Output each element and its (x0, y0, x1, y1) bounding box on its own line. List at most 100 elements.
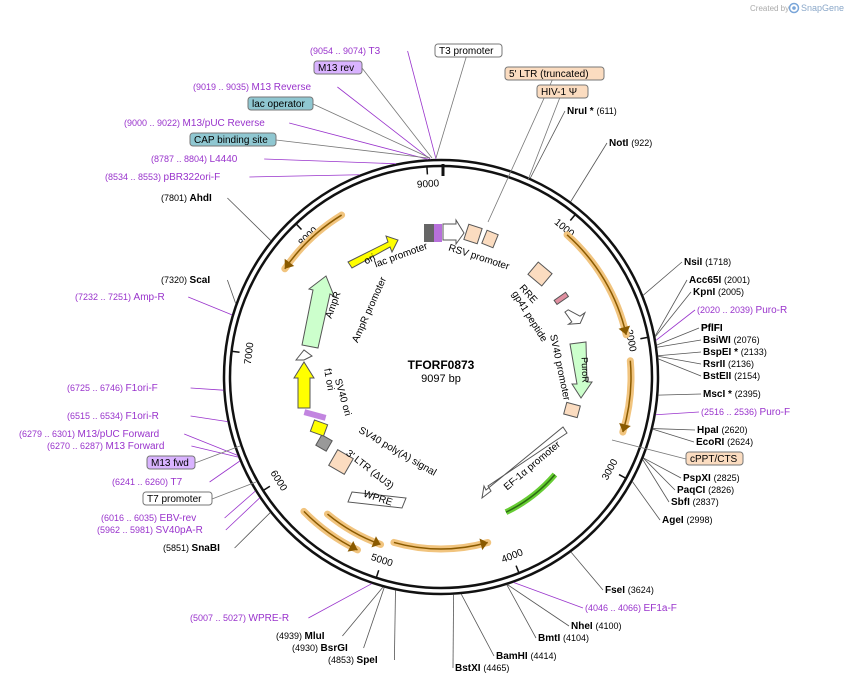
primer-label[interactable]: (6515 .. 6534) F1ori-R (67, 411, 159, 422)
primer-label[interactable]: (6279 .. 6301) M13/pUC Forward (19, 429, 159, 440)
enzyme-label[interactable]: BsiWI (2076) (703, 335, 760, 346)
primer-label[interactable]: (6016 .. 6035) EBV-rev (101, 513, 196, 524)
primer-label[interactable]: (2516 .. 2536) Puro-F (701, 407, 790, 418)
cap-site-box[interactable] (189, 132, 277, 147)
lac-promoter-block[interactable] (424, 224, 434, 242)
tick-label: 5000 (369, 552, 394, 569)
enzyme-label[interactable]: (4939) MluI (276, 631, 325, 642)
ampr-promoter-arrow[interactable] (294, 349, 313, 361)
tick-mark (262, 485, 271, 492)
t7-promoter-box[interactable] (142, 491, 213, 506)
wpre-box[interactable] (347, 491, 407, 509)
m13-fwd-block[interactable] (303, 409, 327, 421)
ori-arrow[interactable] (347, 235, 399, 269)
enzyme-label[interactable]: BstEII (2154) (703, 371, 760, 382)
puror-arrow[interactable] (569, 341, 593, 399)
rsv-promoter-arrow[interactable] (442, 218, 465, 246)
primer-label[interactable]: (6725 .. 6746) F1ori-F (67, 383, 158, 394)
tick-mark (231, 350, 240, 353)
primer-label[interactable]: (8787 .. 8804) L4440 (151, 154, 238, 165)
enzyme-pos: (7801) (161, 193, 190, 203)
enzyme-label[interactable]: NsiI (1718) (684, 257, 731, 268)
primer-label[interactable]: (8534 .. 8553) pBR322ori-F (105, 172, 220, 183)
primer-label[interactable]: (2020 .. 2039) Puro-R (697, 305, 787, 316)
enzyme-label[interactable]: FseI (3624) (605, 585, 654, 596)
enzyme-label[interactable]: EcoRI (2624) (696, 437, 753, 448)
primer-label[interactable]: (5007 .. 5027) WPRE-R (190, 613, 289, 624)
sv40-promoter-arrow[interactable] (562, 303, 589, 329)
enzyme-label[interactable]: NruI * (611) (567, 106, 617, 117)
enzyme-label[interactable]: BmtI (4104) (538, 633, 589, 644)
primer-label[interactable]: (6270 .. 6287) M13 Forward (47, 441, 164, 452)
enzyme-label[interactable]: (7320) ScaI (161, 275, 210, 286)
primer-label[interactable]: (5962 .. 5981) SV40pA-R (97, 525, 203, 536)
enzyme-label[interactable]: NotI (922) (609, 138, 652, 149)
enzyme-label[interactable]: (4930) BsrGI (292, 643, 348, 654)
rre-box[interactable] (527, 261, 553, 287)
enzyme-label-pflfi[interactable]: PflFI (701, 323, 723, 334)
enzyme-label[interactable]: BamHI (4414) (496, 651, 556, 662)
m13fwd-box[interactable] (146, 455, 196, 470)
enzyme-pos: (2837) (693, 497, 719, 507)
enzyme-label[interactable]: NheI (4100) (571, 621, 621, 632)
leader-line (657, 351, 702, 357)
psi-label-box[interactable] (536, 84, 589, 99)
primer-label[interactable]: (9019 .. 9035) M13 Reverse (193, 82, 311, 93)
primer-label[interactable]: (4046 .. 4066) EF1a-F (585, 603, 677, 614)
enzyme-label[interactable]: AgeI (2998) (662, 515, 712, 526)
ltr-box-label-box[interactable] (504, 66, 605, 81)
f1-ori-label: f1 ori (321, 368, 336, 392)
ampr-arrow[interactable] (301, 275, 335, 349)
primer-label[interactable]: (9054 .. 9074) T3 (310, 46, 381, 57)
lac-operator-block[interactable] (434, 224, 442, 242)
cap-site-label: CAP binding site (194, 135, 268, 146)
primer-label[interactable]: (9000 .. 9022) M13/pUC Reverse (124, 118, 265, 129)
feature-arc[interactable] (281, 211, 346, 273)
enzyme-label[interactable]: SbfI (2837) (671, 497, 719, 508)
sv40-ori-block[interactable] (309, 419, 329, 437)
primer-label[interactable]: (6241 .. 6260) T7 (112, 477, 183, 488)
enzyme-label[interactable]: PaqCI (2826) (677, 485, 734, 496)
f1-ori-arrow[interactable] (293, 361, 315, 409)
sv40-polya-block[interactable] (315, 434, 333, 452)
enzyme-label[interactable]: (4853) SpeI (328, 655, 378, 666)
rsv-promoter-label: RSV promoter (447, 243, 511, 273)
leader-line (656, 339, 702, 348)
enzyme-label[interactable]: PspXI (2825) (683, 473, 740, 484)
arc-arrowhead (347, 540, 358, 552)
leader-line (643, 457, 676, 491)
lac-operator-box[interactable] (247, 96, 314, 111)
enzyme-label[interactable]: BstXI (4465) (455, 663, 509, 674)
enzyme-label[interactable]: Acc65I (2001) (689, 275, 750, 286)
enzyme-label[interactable]: PflFI (701, 323, 723, 334)
gp41-block[interactable] (553, 291, 570, 306)
psi-box[interactable] (481, 229, 499, 249)
box-leader (487, 73, 556, 223)
primer-name: F1ori-F (126, 383, 158, 394)
ef1a-arc-core (505, 474, 556, 513)
enzyme-label[interactable]: BspEI * (2133) (703, 347, 767, 358)
tick-mark (640, 336, 649, 340)
ef1a-promoter-arrow[interactable] (481, 426, 568, 500)
enzyme-label[interactable]: (7801) AhdI (161, 193, 212, 204)
primer-name: Puro-R (756, 305, 788, 316)
enzyme-label[interactable]: HpaI (2620) (697, 425, 747, 436)
tick-mark (618, 473, 627, 480)
leader-line (460, 593, 495, 657)
enzyme-label[interactable]: RsrII (2136) (703, 359, 754, 370)
tick-mark (426, 166, 429, 175)
leader-line (188, 296, 233, 316)
box-leader (211, 481, 257, 500)
cppt-label-box[interactable] (685, 451, 744, 466)
enzyme-label[interactable]: (5851) SnaBI (163, 543, 220, 554)
cppt-box[interactable] (563, 401, 581, 419)
t3-promoter-box[interactable] (434, 43, 503, 58)
enzyme-pos: (2620) (721, 425, 747, 435)
enzyme-label[interactable]: KpnI (2005) (693, 287, 744, 298)
ltr-box[interactable] (463, 223, 483, 245)
m13rev-box[interactable] (313, 60, 363, 75)
enzyme-pos: (4465) (483, 663, 509, 673)
enzyme-label[interactable]: MscI * (2395) (703, 389, 761, 400)
primer-label[interactable]: (7232 .. 7251) Amp-R (75, 292, 165, 303)
ltr3-box[interactable] (328, 449, 354, 475)
